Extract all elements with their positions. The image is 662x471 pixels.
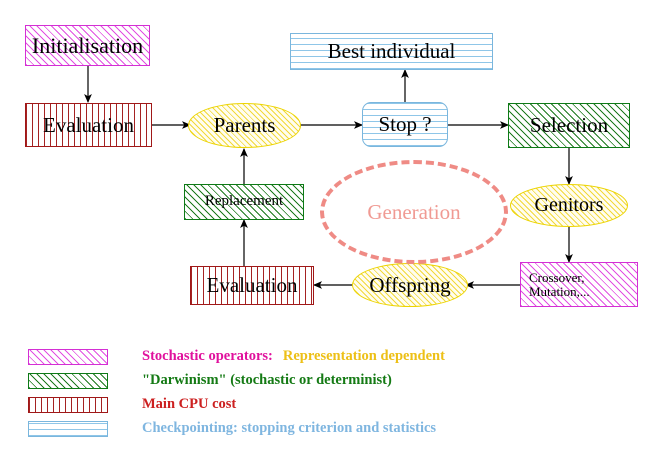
node-evaluation-top-label: Evaluation bbox=[43, 112, 134, 137]
node-evaluation-bottom-label: Evaluation bbox=[206, 273, 298, 298]
legend-swatch-red bbox=[28, 396, 108, 413]
legend-row-main-cpu-cost: Main CPU cost bbox=[28, 396, 236, 413]
node-replacement[interactable]: Replacement bbox=[184, 184, 304, 220]
legend-label-main-cpu-cost: Main CPU cost bbox=[142, 396, 237, 412]
legend-swatch-magenta bbox=[28, 348, 108, 365]
node-genitors[interactable]: Genitors bbox=[510, 184, 628, 227]
node-initialisation-label: Initialisation bbox=[31, 32, 144, 58]
legend-label-darwinism: "Darwinism" (stochastic or determinist) bbox=[142, 372, 392, 388]
node-parents[interactable]: Parents bbox=[188, 103, 301, 148]
node-offspring-label: Offspring bbox=[369, 272, 451, 297]
node-generation-cycle: Generation bbox=[320, 160, 508, 264]
legend-label-stochastic-operators: Stochastic operators: bbox=[142, 348, 273, 364]
node-variation-operators[interactable]: Crossover, Mutation,... bbox=[520, 262, 638, 307]
node-stop[interactable]: Stop ? bbox=[362, 102, 448, 147]
node-offspring[interactable]: Offspring bbox=[352, 263, 468, 307]
node-selection[interactable]: Selection bbox=[508, 103, 630, 148]
node-variation-line2: Mutation,... bbox=[529, 283, 590, 299]
legend-swatch-blue bbox=[28, 420, 108, 437]
node-parents-label: Parents bbox=[213, 113, 276, 138]
legend-suffix-representation-dependent: Representation dependent bbox=[282, 348, 445, 364]
node-initialisation[interactable]: Initialisation bbox=[25, 25, 150, 66]
legend-row-darwinism: "Darwinism" (stochastic or determinist) bbox=[28, 372, 392, 389]
node-replacement-label: Replacement bbox=[204, 193, 284, 210]
node-stop-label: Stop ? bbox=[378, 112, 432, 137]
legend-row-stochastic-operators: Stochastic operators: Representation dep… bbox=[28, 348, 445, 365]
node-evaluation-top[interactable]: Evaluation bbox=[25, 103, 152, 147]
node-evaluation-bottom[interactable]: Evaluation bbox=[190, 266, 314, 305]
node-variation-line1: Crossover, bbox=[529, 269, 585, 285]
node-selection-label: Selection bbox=[529, 113, 609, 138]
node-generation-label: Generation bbox=[367, 199, 461, 224]
legend-label-checkpointing: Checkpointing: stopping criterion and st… bbox=[142, 420, 437, 436]
node-genitors-label: Genitors bbox=[534, 194, 604, 216]
node-best-individual[interactable]: Best individual bbox=[290, 33, 493, 70]
legend-swatch-green bbox=[28, 372, 108, 389]
node-best-individual-label: Best individual bbox=[327, 39, 456, 64]
legend-row-checkpointing: Checkpointing: stopping criterion and st… bbox=[28, 420, 436, 437]
